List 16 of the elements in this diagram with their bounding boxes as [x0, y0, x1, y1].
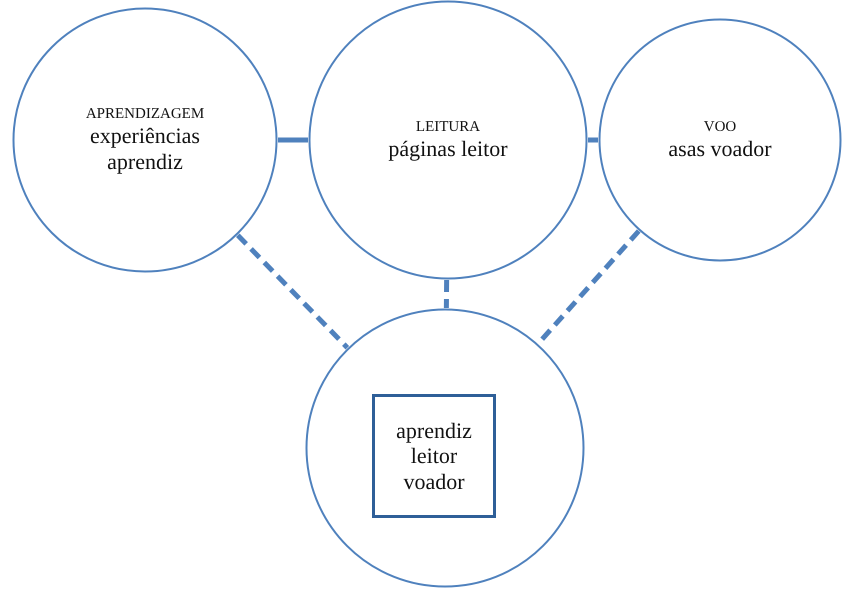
text-box: [372, 394, 496, 518]
node-heading: APRENDIZAGEM: [86, 106, 204, 124]
circle-node: [305, 308, 585, 588]
connector-line: [588, 138, 598, 142]
dashed-connector: [444, 280, 450, 308]
node-text: asas voador: [668, 136, 772, 162]
circle-node: [12, 7, 278, 273]
node-text: aprendiz leitor voador: [395, 418, 473, 494]
dashed-connector: [236, 234, 350, 350]
connector-line: [278, 138, 308, 142]
node-heading: LEITURA: [416, 118, 480, 136]
node-text: páginas leitor: [388, 136, 508, 162]
circle-node: [598, 18, 842, 262]
node-text: experiências aprendiz: [89, 123, 201, 174]
node-heading: VOO: [704, 118, 736, 136]
circle-node: [308, 0, 588, 280]
